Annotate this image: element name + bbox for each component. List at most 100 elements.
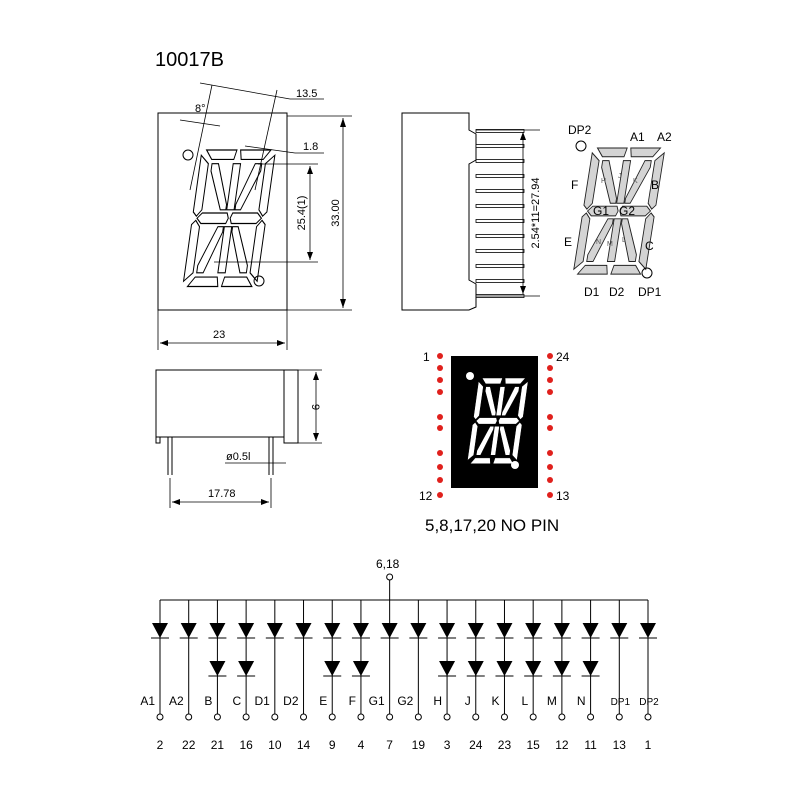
diode-icon bbox=[209, 623, 226, 638]
pin-dot-left bbox=[437, 477, 443, 483]
row-spacing-dim: 17.78 bbox=[208, 488, 236, 500]
diode-icon bbox=[410, 623, 427, 638]
side-pin bbox=[475, 264, 525, 268]
pin-dot-right bbox=[547, 389, 553, 395]
pin-number-label: 23 bbox=[498, 738, 512, 752]
bottom-view: 9 ø0.5l 17.78 bbox=[155, 369, 322, 508]
bottom-body-outline bbox=[155, 369, 285, 438]
diode-icon bbox=[553, 623, 570, 638]
segment-name-label: G2 bbox=[397, 694, 413, 708]
pin-dot-right bbox=[547, 492, 553, 498]
side-pin bbox=[475, 249, 525, 253]
width-dim: 23 bbox=[213, 329, 225, 341]
segment-label: D1 bbox=[584, 285, 600, 299]
common-pins-label: 6,18 bbox=[376, 557, 400, 571]
diode-icon bbox=[295, 623, 312, 638]
pin-dot-right bbox=[547, 477, 553, 483]
height-dim: 33.00 bbox=[330, 199, 342, 227]
diode-icon bbox=[152, 623, 168, 638]
segment-label: G1 bbox=[593, 204, 609, 218]
pin-label-12: 12 bbox=[419, 489, 433, 503]
no-pin-note: 5,8,17,20 NO PIN bbox=[425, 516, 559, 535]
pin-number-label: 14 bbox=[297, 738, 311, 752]
diode-icon bbox=[180, 623, 197, 638]
diode-icon bbox=[467, 661, 484, 676]
side-pins bbox=[475, 129, 525, 298]
segment-name-label: A2 bbox=[169, 694, 184, 708]
front-body-outline bbox=[157, 112, 288, 311]
pin-dot-right bbox=[547, 377, 553, 383]
pin-pitch-dim: 2.54*11=27.94 bbox=[530, 177, 542, 248]
segment-label: C bbox=[645, 239, 654, 253]
pin-number-label: 16 bbox=[239, 738, 253, 752]
pin-terminal bbox=[386, 713, 394, 721]
pin-dot-left bbox=[437, 464, 443, 470]
segment-label: DP1 bbox=[638, 285, 662, 299]
pin-dot-right bbox=[547, 450, 553, 456]
diode-icon bbox=[439, 661, 456, 676]
diode-icon bbox=[352, 661, 369, 676]
pin-number-label: 10 bbox=[268, 738, 282, 752]
diode-icon bbox=[209, 661, 226, 676]
side-pin bbox=[475, 159, 525, 163]
side-pin bbox=[475, 129, 525, 133]
side-view: 2.54*11=27.94 bbox=[401, 112, 542, 311]
segment-label: A2 bbox=[657, 130, 672, 144]
side-pin bbox=[475, 279, 525, 283]
diode-icon bbox=[582, 661, 599, 676]
pin-terminal bbox=[357, 713, 365, 721]
segment-name-label: H bbox=[433, 694, 442, 708]
pin-dot-right bbox=[547, 464, 553, 470]
pin-dot-right bbox=[547, 414, 553, 420]
segment-name-label: DP2 bbox=[639, 697, 659, 708]
segment-inner-label: J bbox=[618, 173, 622, 180]
pin-terminal bbox=[300, 713, 308, 721]
segment-name-label: C bbox=[232, 694, 241, 708]
diode-icon bbox=[238, 623, 255, 638]
diode-icon bbox=[467, 623, 484, 638]
segment-inner-label: L bbox=[622, 237, 626, 244]
pin-dot-left bbox=[437, 377, 443, 383]
diode-icon bbox=[496, 623, 513, 638]
side-pin bbox=[475, 219, 525, 223]
segment-label: D2 bbox=[609, 285, 625, 299]
common-terminal bbox=[386, 573, 394, 581]
pin-number-label: 24 bbox=[469, 738, 483, 752]
front-digit bbox=[182, 149, 277, 288]
segment-label: F bbox=[571, 178, 578, 192]
segment-name-label: N bbox=[577, 694, 586, 708]
slant-angle-dim: 8° bbox=[195, 103, 206, 115]
segment-label: B bbox=[651, 178, 659, 192]
segment-name-label: G1 bbox=[369, 694, 385, 708]
pinout-diagram: 1 12 24 13 5,8,17,20 NO PIN bbox=[419, 350, 570, 535]
front-view: 33.00 25.4(1) 23 13.5 8° 1.8 bbox=[157, 82, 352, 350]
segment-label: E bbox=[564, 235, 572, 249]
part-number-title: 10017B bbox=[155, 49, 224, 71]
pin-terminal bbox=[328, 713, 336, 721]
circuit-diagram: 6,18 A12A222B21C16D110D214E9F4G17G219H3J… bbox=[140, 557, 659, 752]
pin-number-label: 4 bbox=[358, 738, 365, 752]
segment-name-label: E bbox=[319, 694, 327, 708]
diode-icon bbox=[582, 623, 599, 638]
diode-icon bbox=[266, 623, 283, 638]
segment-name-label: F bbox=[349, 694, 356, 708]
pin-number-label: 1 bbox=[645, 738, 652, 752]
pin-terminal bbox=[587, 713, 595, 721]
diode-icon bbox=[525, 623, 542, 638]
pin-number-label: 2 bbox=[157, 738, 164, 752]
pin-terminal bbox=[644, 713, 652, 721]
pin-number-label: 21 bbox=[211, 738, 225, 752]
pin-terminal bbox=[213, 713, 221, 721]
pin-dot-left bbox=[437, 492, 443, 498]
pin-label-13: 13 bbox=[556, 489, 570, 503]
diode-icon bbox=[352, 623, 369, 638]
pin-number-label: 11 bbox=[584, 738, 597, 752]
side-pin bbox=[475, 144, 525, 148]
segment-name-label: B bbox=[204, 694, 212, 708]
segment-name-label: D2 bbox=[283, 694, 299, 708]
pin-terminal bbox=[156, 713, 164, 721]
pin-terminal bbox=[443, 713, 451, 721]
pin-number-label: 22 bbox=[182, 738, 196, 752]
pin-terminal bbox=[242, 713, 250, 721]
